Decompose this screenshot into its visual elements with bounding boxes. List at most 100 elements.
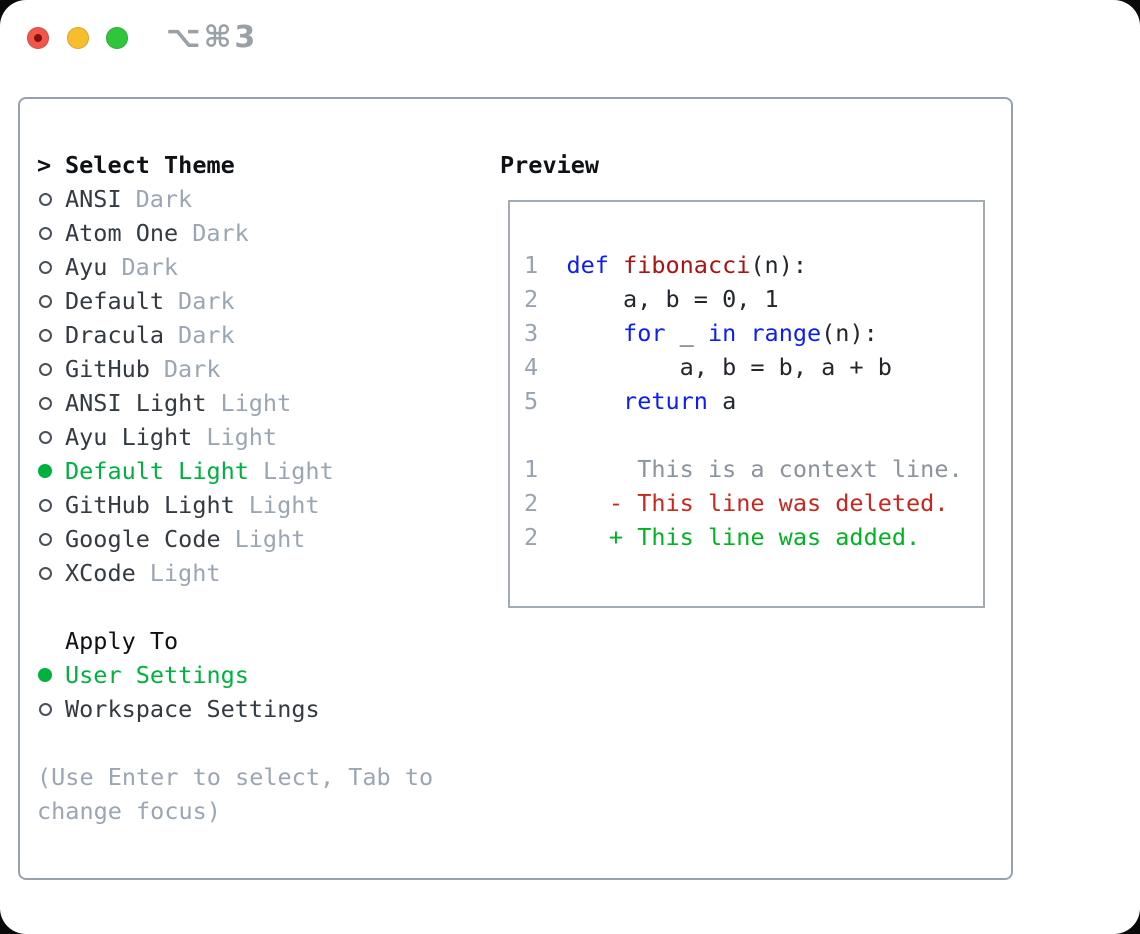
code-segment: for <box>623 319 666 347</box>
theme-variant: Dark <box>192 219 249 247</box>
radio-icon <box>37 430 65 444</box>
theme-variant: Light <box>206 423 278 451</box>
preview-line: 1 def fibonacci(n): <box>524 248 963 282</box>
code-segment: + This line was added. <box>608 523 921 551</box>
theme-name: XCode <box>65 559 136 587</box>
record-dot-icon <box>34 34 42 42</box>
theme-option-xcode[interactable]: XCode Light <box>37 556 334 590</box>
apply-option-label: Workspace Settings <box>65 695 320 723</box>
code-segment <box>538 387 623 415</box>
preview-line: 4 a, b = b, a + b <box>524 350 963 384</box>
radio-icon <box>37 498 65 512</box>
help-line: change focus) <box>37 797 221 825</box>
radio-icon <box>37 566 65 580</box>
theme-variant: Light <box>248 491 320 519</box>
theme-list-title: Select Theme <box>65 151 235 179</box>
theme-variant: Dark <box>135 185 193 213</box>
code-segment: def <box>566 251 609 279</box>
code-segment: return <box>623 387 708 415</box>
theme-option-ayu-light[interactable]: Ayu Light Light <box>37 420 334 454</box>
theme-variant: Dark <box>178 287 235 315</box>
radio-selected-icon <box>37 464 65 478</box>
theme-option-atom-one[interactable]: Atom One Dark <box>37 216 334 250</box>
help-line: (Use Enter to select, Tab to <box>37 763 434 791</box>
traffic-light-zoom-button[interactable] <box>106 27 128 49</box>
theme-option-ansi[interactable]: ANSI Dark <box>37 182 334 216</box>
theme-name: GitHub Light <box>65 491 235 519</box>
code-segment: 1 <box>524 455 539 483</box>
apply-option-label: User Settings <box>65 661 249 689</box>
apply-option-user-settings[interactable]: User Settings <box>37 658 320 692</box>
radio-icon <box>37 328 65 342</box>
code-segment: a, b = b, a + b <box>538 353 892 381</box>
theme-name: Google Code <box>65 525 221 553</box>
preview-line: 3 for _ in range(n): <box>524 316 963 350</box>
theme-option-ayu[interactable]: Ayu Dark <box>37 250 334 284</box>
code-segment <box>538 523 609 551</box>
help-text: (Use Enter to select, Tab to change focus… <box>37 760 433 828</box>
theme-list-title-row: > Select Theme <box>37 148 334 182</box>
code-segment: 5 <box>524 387 539 415</box>
apply-to-title-row: Apply To <box>37 624 320 658</box>
theme-option-github[interactable]: GitHub Dark <box>37 352 334 386</box>
theme-name: ANSI Light <box>65 389 207 417</box>
theme-name: Ayu <box>65 253 108 281</box>
theme-option-default[interactable]: Default Dark <box>37 284 334 318</box>
code-segment <box>609 251 623 279</box>
theme-variant: Light <box>220 389 292 417</box>
code-segment: a, b = 0, 1 <box>538 285 779 313</box>
preview-title: Preview <box>500 151 600 179</box>
code-segment: 2 <box>524 523 539 551</box>
theme-variant: Light <box>149 559 221 587</box>
code-segment: 2 <box>524 285 539 313</box>
preview-line: 2 a, b = 0, 1 <box>524 282 963 316</box>
radio-icon <box>37 260 65 274</box>
apply-option-workspace-settings[interactable]: Workspace Settings <box>37 692 320 726</box>
radio-icon <box>37 702 65 716</box>
code-segment: 4 <box>524 353 539 381</box>
radio-icon <box>37 362 65 376</box>
theme-option-ansi-light[interactable]: ANSI Light Light <box>37 386 334 420</box>
code-segment: (n): <box>750 251 807 279</box>
preview-line: 5 return a <box>524 384 963 418</box>
preview-line: 2 + This line was added. <box>524 520 963 554</box>
theme-option-github-light[interactable]: GitHub Light Light <box>37 488 334 522</box>
code-segment: (n): <box>821 319 878 347</box>
code-segment <box>538 319 623 347</box>
code-segment: 1 <box>524 251 539 279</box>
preview-line: 2 - This line was deleted. <box>524 486 963 520</box>
theme-name: Default <box>65 287 165 315</box>
code-segment: range <box>750 319 822 347</box>
theme-variant: Dark <box>163 355 221 383</box>
theme-name: Dracula <box>65 321 165 349</box>
apply-to-title: Apply To <box>65 627 179 655</box>
traffic-light-minimize-button[interactable] <box>67 27 89 49</box>
code-segment <box>538 489 609 517</box>
radio-icon <box>37 192 65 206</box>
code-segment: in <box>707 319 737 347</box>
radio-icon <box>37 532 65 546</box>
preview-blank-line <box>524 418 963 452</box>
traffic-light-close-button[interactable] <box>27 27 49 49</box>
theme-name: ANSI <box>65 185 122 213</box>
code-segment: fibonacci <box>623 251 751 279</box>
code-segment: 3 <box>524 319 539 347</box>
code-segment: This is a context line. <box>637 455 963 483</box>
theme-name: Atom One <box>65 219 179 247</box>
preview-line: 1 This is a context line. <box>524 452 963 486</box>
code-segment <box>538 455 637 483</box>
theme-variant: Dark <box>121 253 179 281</box>
theme-name: GitHub <box>65 355 150 383</box>
theme-name: Ayu Light <box>65 423 193 451</box>
